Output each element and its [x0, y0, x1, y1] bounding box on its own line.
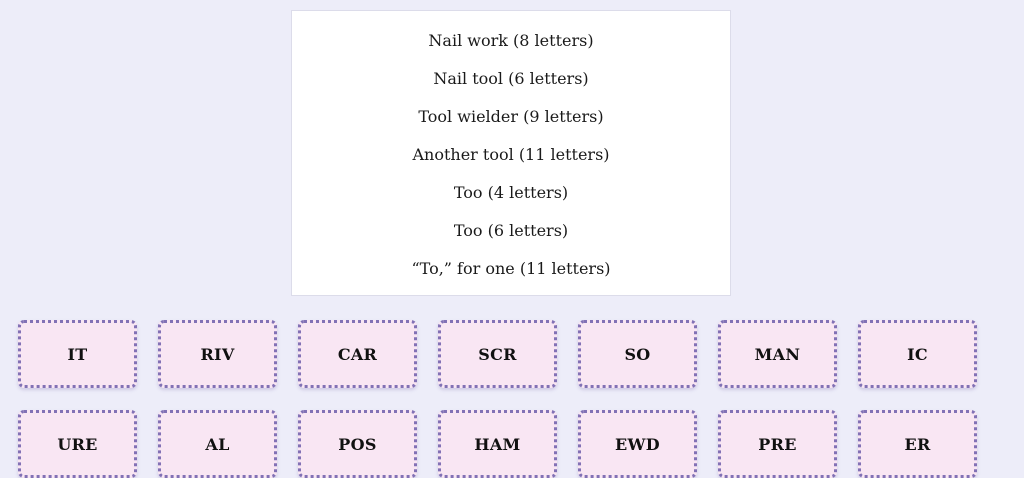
clue-4: Another tool (11 letters) — [412, 145, 610, 164]
clue-2: Nail tool (6 letters) — [433, 69, 589, 88]
clue-panel: Nail work (8 letters) Nail tool (6 lette… — [291, 10, 731, 296]
letter-tile[interactable]: POS — [298, 410, 417, 478]
letter-tile[interactable]: URE — [18, 410, 137, 478]
letter-tile[interactable]: RIV — [158, 320, 277, 388]
letter-tile[interactable]: EWD — [578, 410, 697, 478]
letter-tile[interactable]: CAR — [298, 320, 417, 388]
letter-tile[interactable]: AL — [158, 410, 277, 478]
letter-tile[interactable]: ER — [858, 410, 977, 478]
clue-3: Tool wielder (9 letters) — [418, 107, 604, 126]
letter-tile[interactable]: SCR — [438, 320, 557, 388]
tile-row-1: IT RIV CAR SCR SO MAN IC — [18, 320, 977, 388]
letter-tile[interactable]: IT — [18, 320, 137, 388]
clue-5: Too (4 letters) — [453, 183, 569, 202]
tile-row-2: URE AL POS HAM EWD PRE ER — [18, 410, 977, 478]
clue-7: “To,” for one (11 letters) — [411, 259, 611, 278]
letter-tile[interactable]: SO — [578, 320, 697, 388]
clue-6: Too (6 letters) — [453, 221, 569, 240]
letter-tile[interactable]: HAM — [438, 410, 557, 478]
letter-tile[interactable]: IC — [858, 320, 977, 388]
letter-tile[interactable]: PRE — [718, 410, 837, 478]
letter-tile[interactable]: MAN — [718, 320, 837, 388]
clue-1: Nail work (8 letters) — [428, 31, 594, 50]
